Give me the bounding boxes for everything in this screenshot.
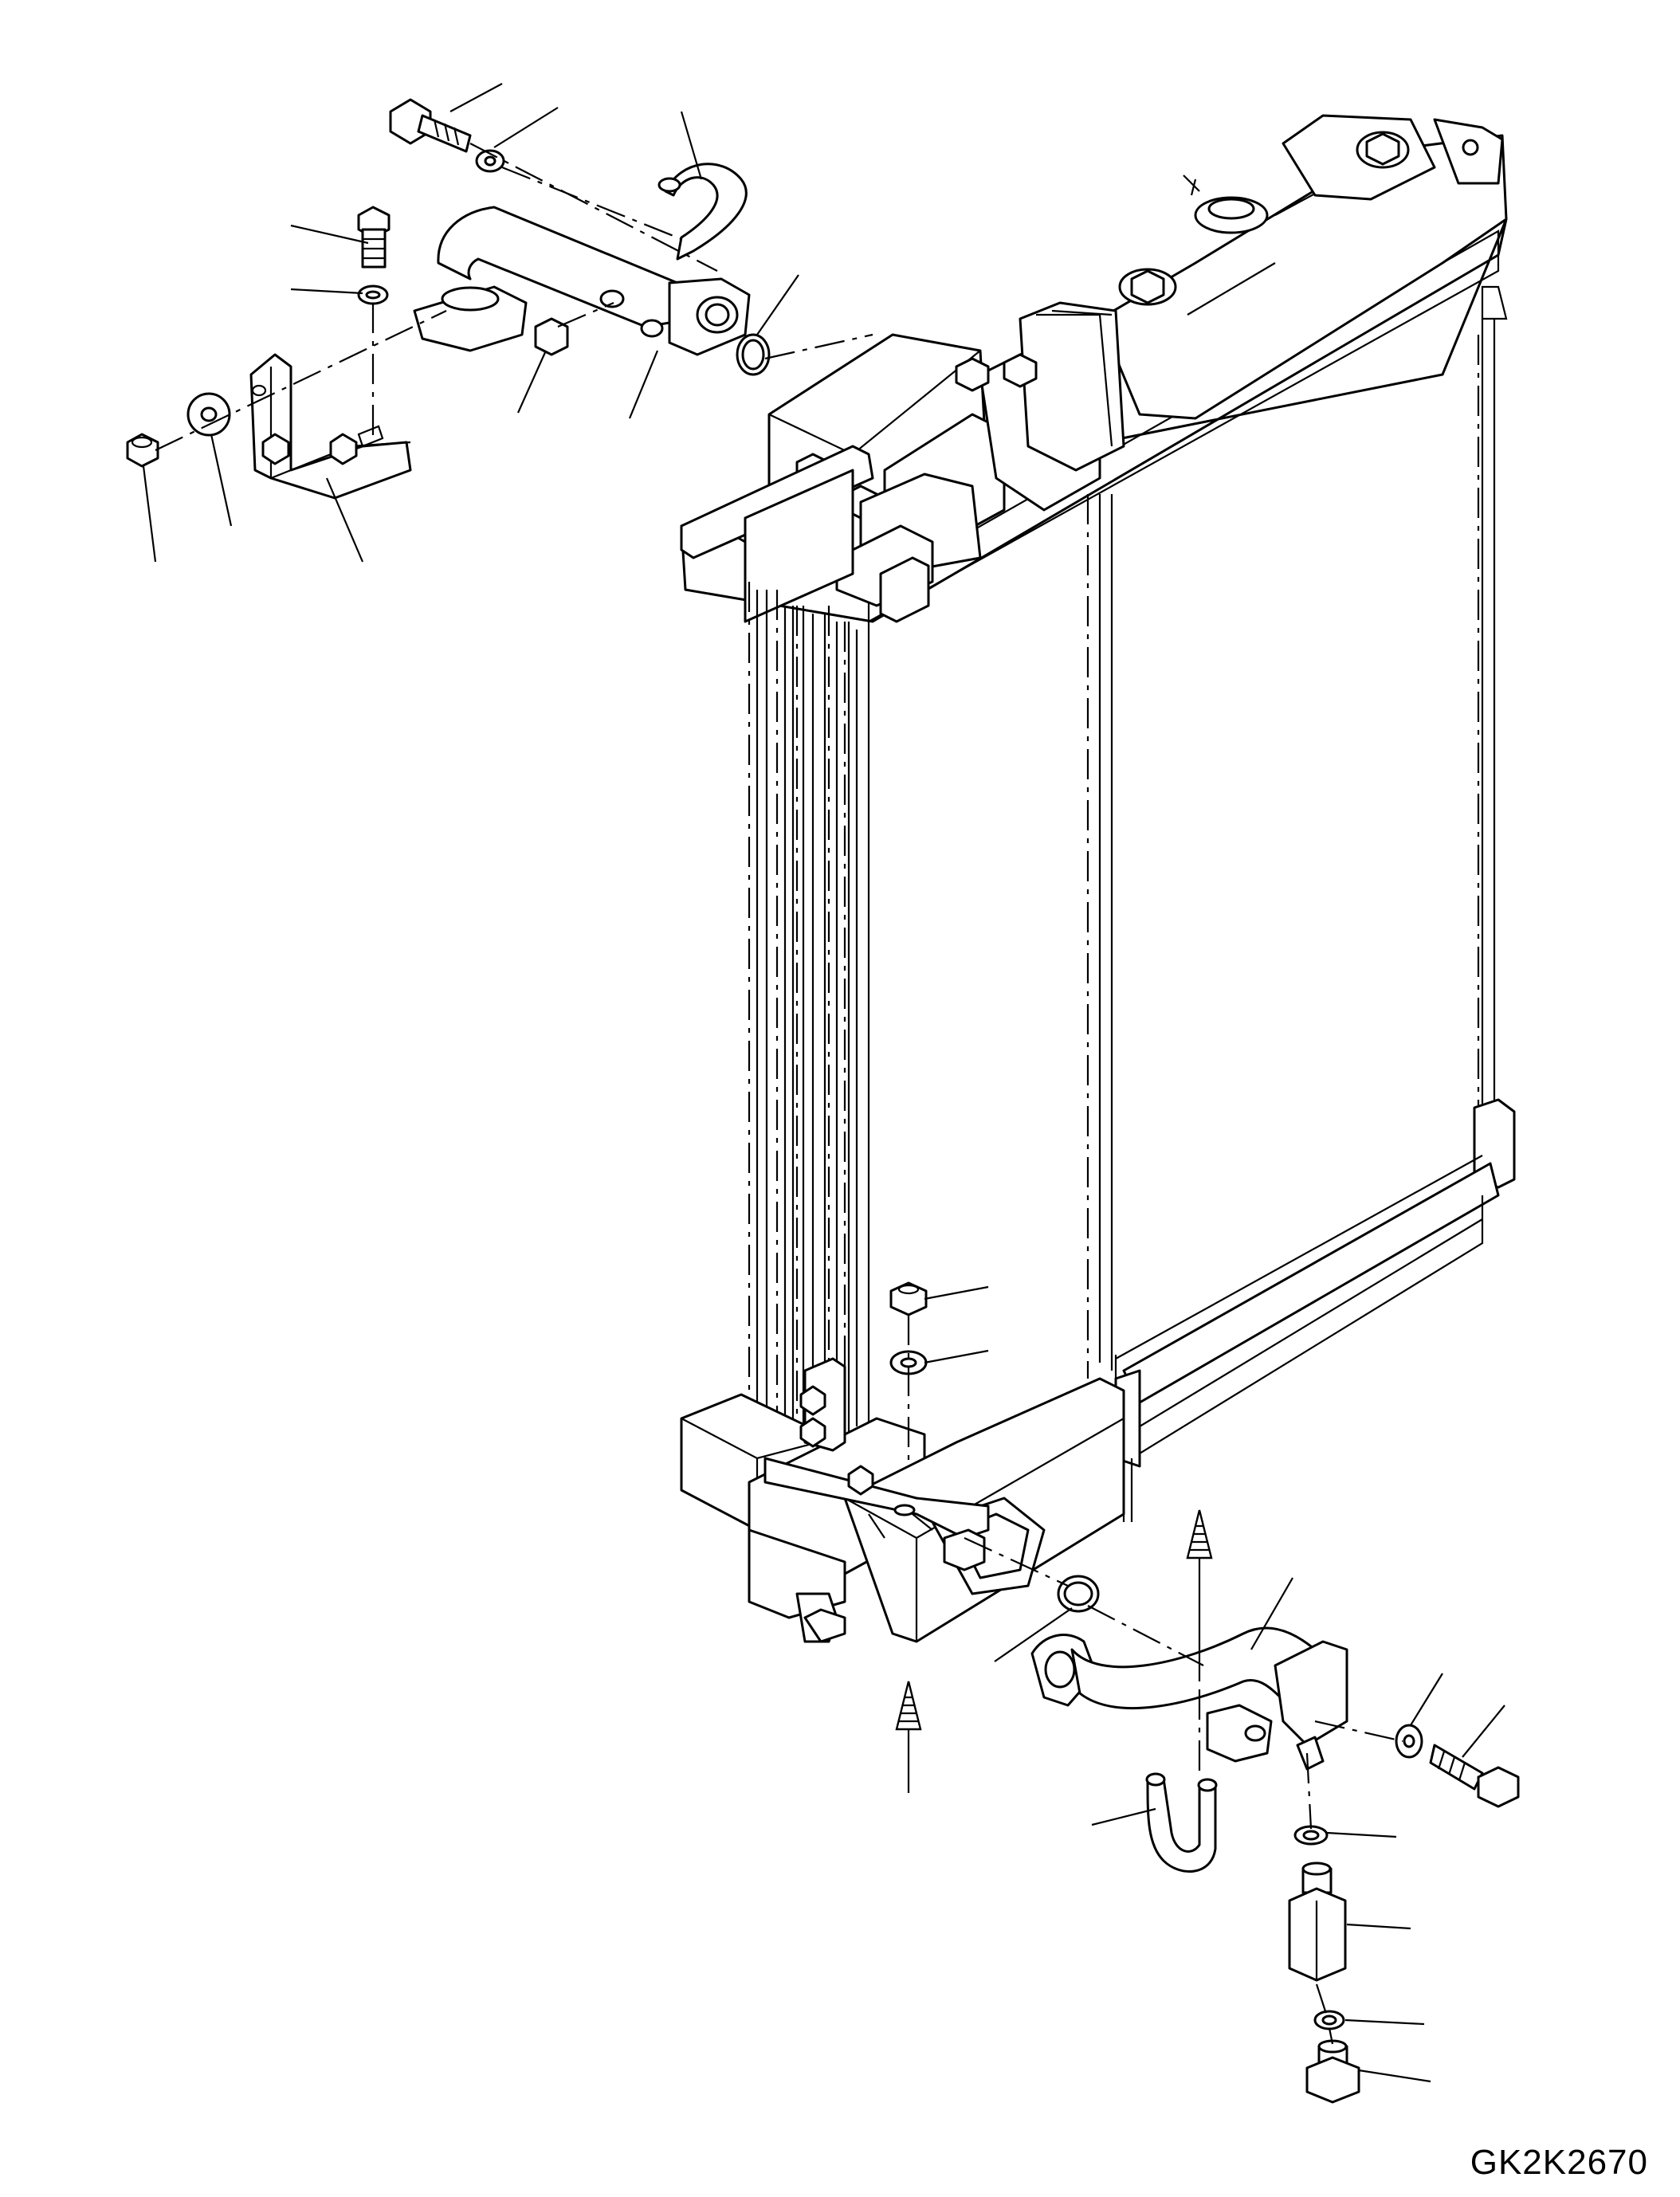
radiator-assembly — [680, 114, 1516, 1643]
radiator-top-cap — [1282, 114, 1504, 201]
radiator-left-tubes — [748, 582, 858, 1474]
hose-u-bottom — [1145, 1772, 1218, 1873]
arrow-right-up — [1186, 1509, 1213, 1681]
radiator-top-left-rail — [680, 445, 874, 559]
airflow-arrows — [895, 1509, 1213, 1793]
washer-small-top — [357, 284, 389, 305]
washer-small-2 — [1313, 2010, 1345, 2030]
o-ring — [1057, 1575, 1100, 1613]
radiator-filler-cap — [1183, 175, 1269, 234]
flange-tube — [413, 206, 751, 356]
o-ring-top — [736, 333, 771, 376]
radiator-bottom-mount-plate — [763, 1357, 990, 1571]
tube-bottom — [1030, 1626, 1348, 1771]
radiator-core-panel — [867, 319, 1496, 1482]
nut — [889, 1281, 928, 1316]
plug-top — [534, 317, 569, 356]
drawing-code: GK2K2670 — [1470, 2143, 1648, 2182]
hose-u-top — [657, 163, 748, 261]
radiator-top-bolt — [1118, 268, 1177, 306]
top-exploded-parts — [126, 98, 771, 500]
plug — [1305, 2039, 1360, 2104]
bracket — [249, 353, 412, 500]
top-alignment-lines — [155, 143, 873, 451]
washer-small-1 — [1293, 1825, 1329, 1846]
nut-top — [126, 433, 159, 468]
bottom-alignment-lines — [907, 1315, 1403, 2045]
arrow-left-up — [895, 1681, 922, 1793]
callout-leaders — [142, 83, 1505, 2083]
spacer-hex — [1288, 1862, 1347, 1982]
washer-large-top — [186, 392, 231, 437]
bolt-small — [357, 206, 391, 269]
bolt-top — [389, 98, 472, 153]
washer-bolt-bottom — [1395, 1724, 1423, 1759]
bottom-exploded-parts — [889, 1281, 1520, 2104]
radiator-bottom-frame — [1114, 1155, 1500, 1522]
radiator-side-plate-top — [744, 469, 854, 623]
bolt-bottom — [1429, 1744, 1520, 1808]
washer-top — [475, 149, 505, 173]
